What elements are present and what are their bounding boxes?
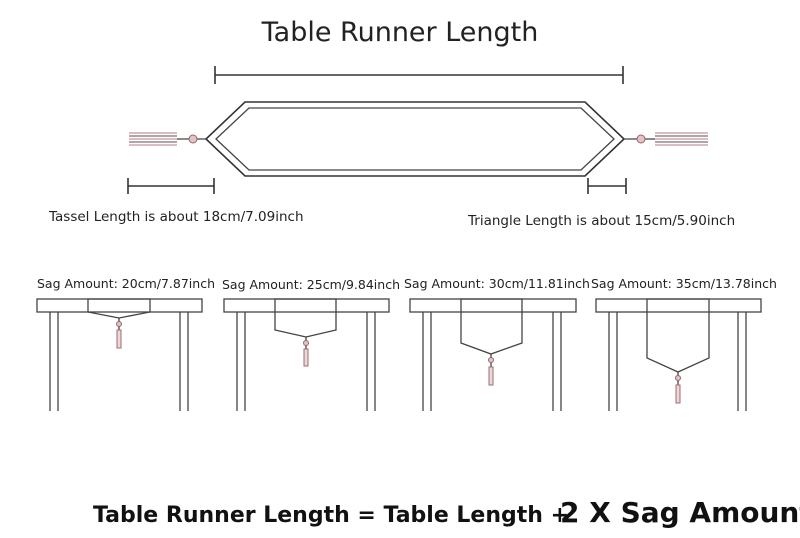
table-sag-example-4 <box>595 298 762 411</box>
formula-right: 2 X Sag Amount <box>560 496 800 529</box>
tassel-length-dimension <box>127 178 215 194</box>
sag-label-4: Sag Amount: 35cm/13.78inch <box>591 276 777 291</box>
formula: Table Runner Length = Table Length + 2 X… <box>93 496 800 529</box>
formula-left: Table Runner Length = Table Length + <box>93 503 569 528</box>
table-sag-example-3 <box>409 298 577 411</box>
table-runner-shape <box>204 101 626 177</box>
sag-label-1: Sag Amount: 20cm/7.87inch <box>37 276 215 291</box>
tassel-length-note: Tassel Length is about 18cm/7.09inch <box>48 209 304 225</box>
sag-label-3: Sag Amount: 30cm/11.81inch <box>404 276 590 291</box>
triangle-length-dimension <box>587 178 627 194</box>
triangle-length-note: Triangle Length is about 15cm/5.90inch <box>467 213 735 229</box>
table-sag-example-2 <box>223 298 390 411</box>
sag-label-2: Sag Amount: 25cm/9.84inch <box>222 277 400 292</box>
runner-length-dimension <box>214 66 624 84</box>
table-sag-example-1 <box>36 298 203 411</box>
diagram-title: Table Runner Length <box>261 17 539 48</box>
right-tassel-icon <box>624 132 708 146</box>
left-tassel-icon <box>129 132 206 146</box>
